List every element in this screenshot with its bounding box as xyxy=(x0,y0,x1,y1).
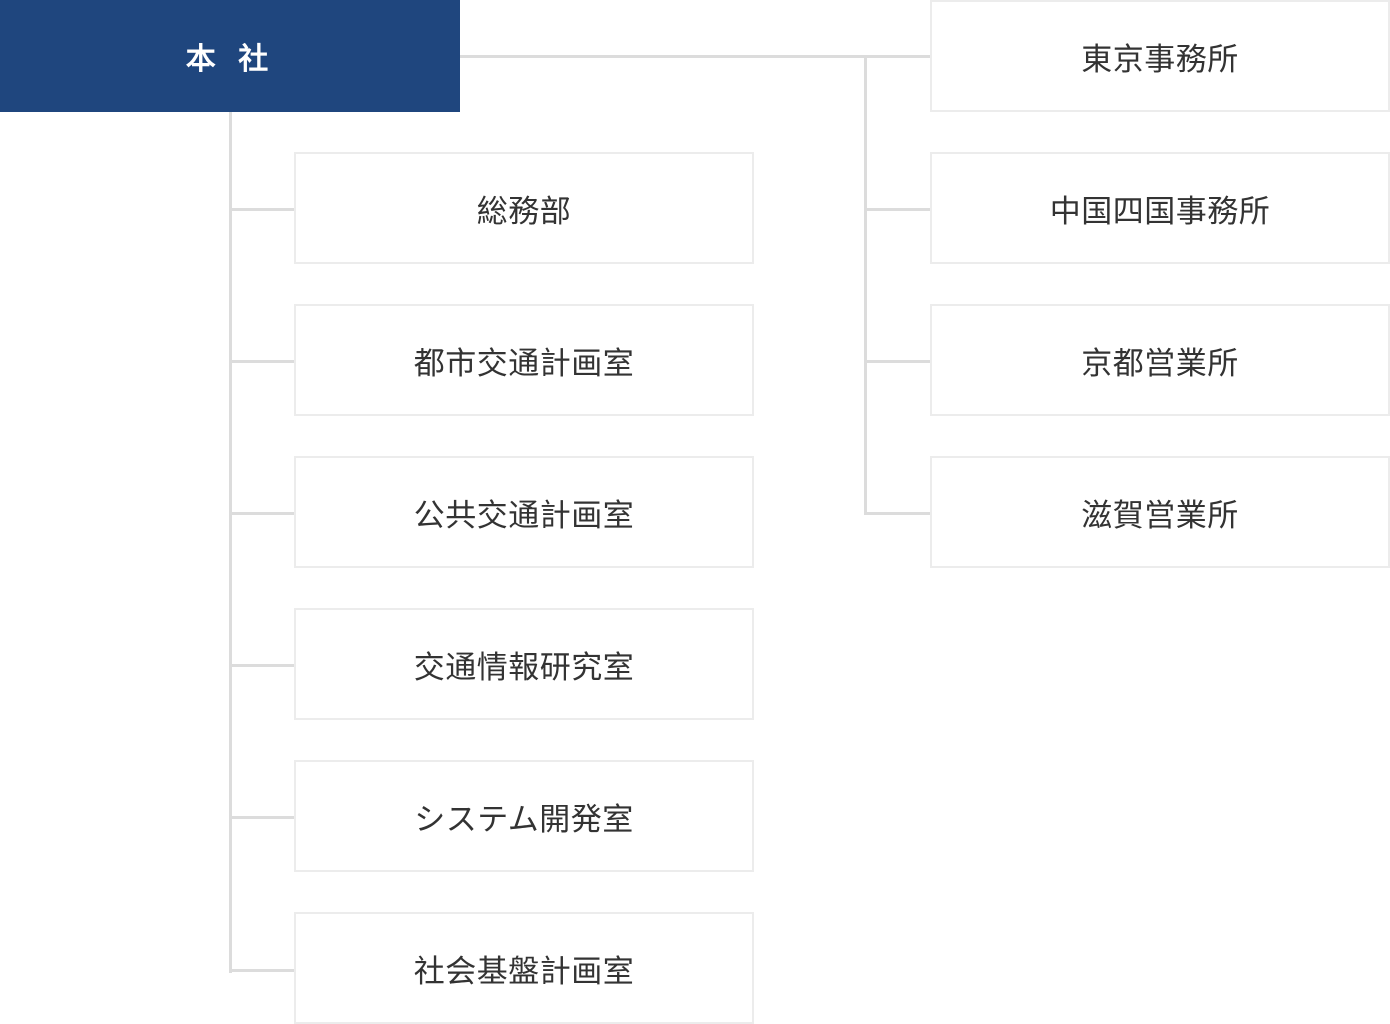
department-box-traffic-info: 交通情報研究室 xyxy=(294,608,754,720)
office-branch-line xyxy=(864,208,931,211)
office-box-kyoto: 京都営業所 xyxy=(930,304,1390,416)
dept-trunk-line xyxy=(229,112,232,973)
office-trunk-line xyxy=(864,55,867,515)
dept-branch-line xyxy=(229,512,295,515)
department-box-public-transport: 公共交通計画室 xyxy=(294,456,754,568)
office-box-chugoku-shikoku: 中国四国事務所 xyxy=(930,152,1390,264)
office-branch-line xyxy=(864,512,931,515)
office-main-line xyxy=(460,55,931,58)
department-box-urban-transport: 都市交通計画室 xyxy=(294,304,754,416)
dept-branch-line xyxy=(229,208,295,211)
department-box-infrastructure: 社会基盤計画室 xyxy=(294,912,754,1024)
office-box-tokyo: 東京事務所 xyxy=(930,0,1390,112)
dept-branch-line xyxy=(229,360,295,363)
department-box-general-affairs: 総務部 xyxy=(294,152,754,264)
office-branch-line xyxy=(864,360,931,363)
head-office-box: 本 社 xyxy=(0,0,460,112)
department-box-system-dev: システム開発室 xyxy=(294,760,754,872)
dept-branch-line xyxy=(229,664,295,667)
office-box-shiga: 滋賀営業所 xyxy=(930,456,1390,568)
dept-branch-line xyxy=(229,816,295,819)
dept-branch-line xyxy=(229,969,295,972)
